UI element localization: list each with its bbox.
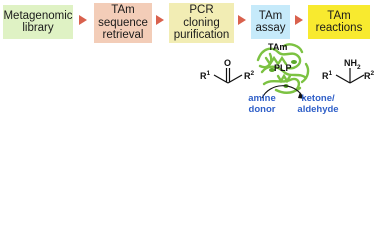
substrate-structure xyxy=(213,68,243,84)
amine-donor-label-line2: donor xyxy=(249,104,276,115)
coproduct-label-line2: aldehyde xyxy=(297,104,338,115)
arrow-right-icon xyxy=(295,15,303,25)
substrate-oxygen: O xyxy=(224,58,231,68)
step-pcr-cloning-purification: PCR cloning purification xyxy=(169,3,234,43)
coproduct-label-line1: ketone/ xyxy=(301,93,335,104)
step-tam-assay: TAm assay xyxy=(251,5,290,39)
product-nh2: NH2 xyxy=(344,58,361,71)
substrate-r2: R2 xyxy=(244,70,255,81)
arrow-right-icon xyxy=(79,15,87,25)
reaction-arrow-icon xyxy=(261,85,303,99)
transamination-scheme: TAm PLP O R1 R2 NH2 R1 R2 amine donor ke… xyxy=(200,42,375,115)
arrow-right-icon xyxy=(156,15,164,25)
enzyme-structure-icon xyxy=(256,43,310,94)
product-r2: R2 xyxy=(364,70,375,81)
step-metagenomic-library: Metagenomic library xyxy=(3,5,73,39)
reaction-arrow-head xyxy=(298,92,305,99)
enzyme-structure-shading xyxy=(269,60,297,88)
amine-donor-label-line1: amine xyxy=(248,93,275,104)
product-structure xyxy=(335,68,365,84)
arrow-right-icon xyxy=(238,15,246,25)
step-tam-sequence-retrieval: TAm sequence retrieval xyxy=(94,3,152,43)
enzyme-label: TAm xyxy=(268,42,287,52)
substrate-r1: R1 xyxy=(200,70,211,81)
product-r1: R1 xyxy=(322,70,333,81)
cofactor-label: PLP xyxy=(274,63,292,73)
step-tam-reactions: TAm reactions xyxy=(308,5,370,39)
